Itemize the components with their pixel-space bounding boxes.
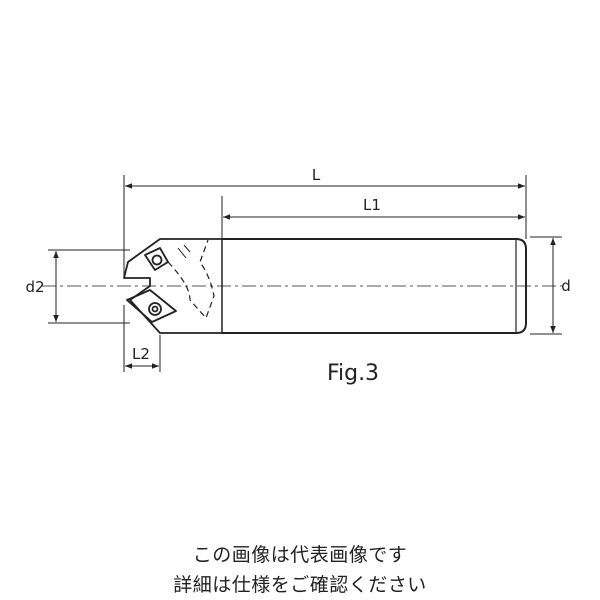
caption-representative-image: この画像は代表画像です: [192, 544, 408, 566]
shank-body: [221, 238, 527, 334]
dimension-lines: [53, 183, 556, 369]
dim-d-label: d: [561, 277, 571, 295]
lower-insert: [126, 289, 177, 323]
figure-label: Fig.3: [327, 361, 379, 386]
dim-L1-label: L1: [363, 196, 381, 214]
dim-d2-label: d2: [25, 278, 44, 296]
caption-check-specs: 詳細は仕様をご確認ください: [173, 574, 427, 596]
cutting-head: [123, 238, 222, 334]
extension-lines: [48, 175, 562, 372]
dim-L-label: L: [312, 166, 321, 184]
dim-L2-label: L2: [132, 345, 150, 363]
